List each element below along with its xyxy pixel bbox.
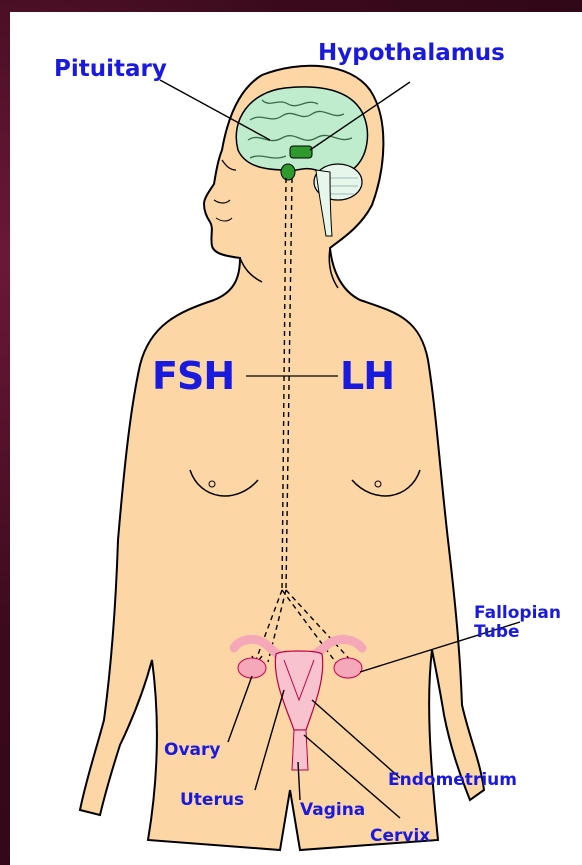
- fsh-label: FSH: [152, 354, 234, 398]
- fallopian-tube-label-line2: Tube: [474, 623, 520, 641]
- hypothalamus-gland: [290, 146, 312, 158]
- hypothalamus-label: Hypothalamus: [318, 40, 505, 66]
- body-silhouette: [80, 66, 484, 850]
- brain: [236, 87, 367, 175]
- right-ovary: [334, 658, 362, 678]
- ovary-label: Ovary: [164, 740, 220, 760]
- left-ovary: [238, 658, 266, 678]
- fallopian-tube-label-line1: Fallopian: [474, 604, 561, 622]
- uterus-label: Uterus: [180, 790, 244, 810]
- pituitary-gland: [281, 164, 295, 180]
- lh-label: LH: [340, 354, 394, 398]
- endometrium-label: Endometrium: [388, 770, 517, 790]
- cervix-label: Cervix: [370, 826, 430, 846]
- pituitary-label: Pituitary: [54, 56, 167, 82]
- vagina-label: Vagina: [300, 800, 365, 820]
